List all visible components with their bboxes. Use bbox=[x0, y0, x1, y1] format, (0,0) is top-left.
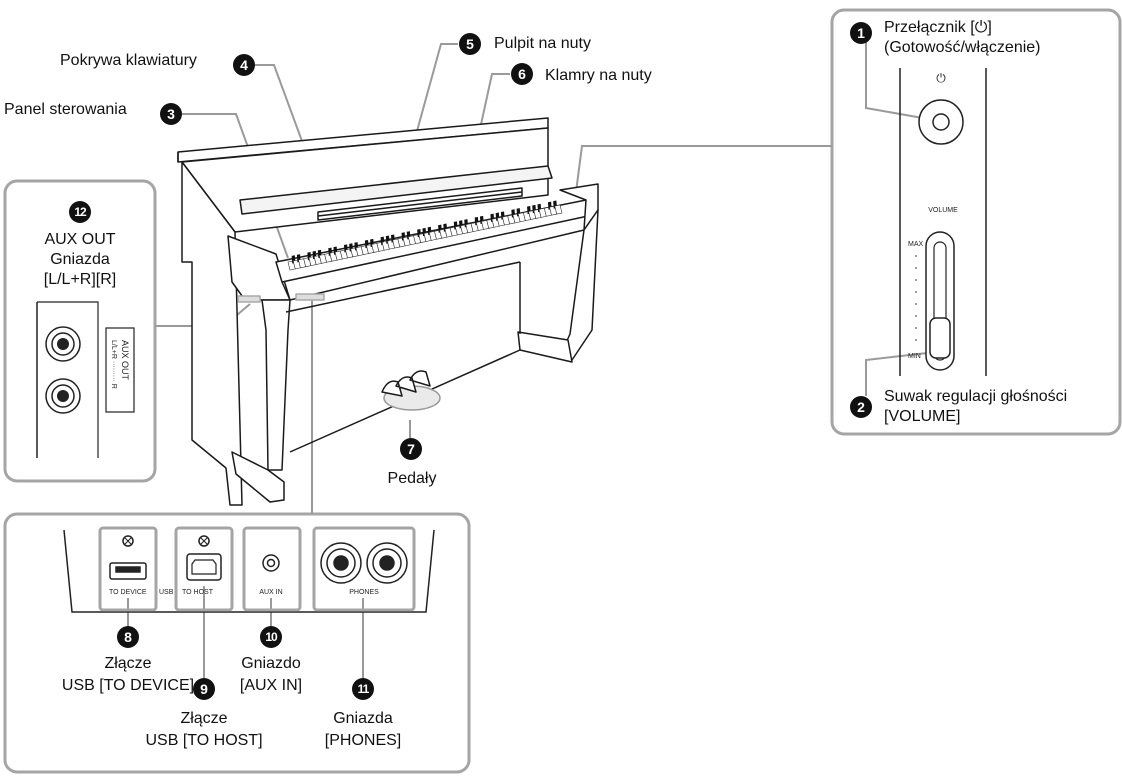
label-12-line2: Gniazda bbox=[50, 251, 110, 268]
badge-9: 9 bbox=[193, 678, 215, 700]
to-host-text: TO HOST bbox=[182, 589, 214, 596]
label-12-line1: AUX OUT bbox=[44, 231, 116, 248]
badge-12: 12 bbox=[69, 201, 91, 223]
jack-l-icon bbox=[45, 326, 81, 362]
label-3: Panel sterowania bbox=[4, 101, 127, 118]
volume-knob bbox=[929, 317, 951, 359]
max-text: MAX bbox=[908, 241, 924, 248]
piano bbox=[177, 117, 599, 506]
connector-strip bbox=[63, 526, 435, 613]
label-11-line2: [PHONES] bbox=[324, 732, 402, 749]
label-9-line2: USB [TO HOST] bbox=[145, 732, 263, 749]
label-1-line1: Przełącznik [⏻] bbox=[884, 19, 992, 36]
jack-r-icon bbox=[45, 378, 81, 414]
to-device-text: TO DEVICE bbox=[109, 589, 147, 596]
badge-3: 3 bbox=[160, 103, 182, 125]
callout-frame-aux-out bbox=[3, 179, 157, 483]
label-8-line2: USB [TO DEVICE] bbox=[61, 677, 195, 694]
power-symbol-text: ⏻ bbox=[936, 71, 946, 85]
aux-in-text: AUX IN bbox=[259, 589, 282, 596]
keyboard-keys bbox=[287, 200, 563, 271]
label-10-line2: [AUX IN] bbox=[239, 677, 303, 694]
badge-10: 10 bbox=[260, 626, 282, 648]
power-button-inner bbox=[932, 113, 950, 131]
label-7: Pedały bbox=[387, 470, 437, 487]
power-volume-detail bbox=[899, 68, 987, 376]
callout-frame-connectors bbox=[3, 512, 471, 774]
label-11-line1: Gniazda bbox=[333, 710, 393, 727]
phones-text: PHONES bbox=[349, 589, 379, 596]
label-12-line3: [L/L+R][R] bbox=[43, 271, 117, 288]
badge-2: 2 bbox=[850, 396, 872, 418]
aux-out-lr-text: L/L+R ········· R bbox=[110, 340, 117, 389]
label-4: Pokrywa klawiatury bbox=[60, 52, 197, 69]
white-key bbox=[554, 204, 563, 215]
badge-6: 6 bbox=[511, 63, 533, 85]
label-8-line1: Złącze bbox=[104, 655, 152, 672]
volume-text: VOLUME bbox=[928, 207, 958, 214]
aux-out-text: AUX OUT bbox=[120, 340, 130, 381]
label-2-line1: Suwak regulacji głośności bbox=[884, 388, 1068, 405]
badge-7: 7 bbox=[400, 438, 422, 460]
badge-5: 5 bbox=[459, 33, 481, 55]
leader-lines bbox=[127, 40, 937, 678]
usb-text: USB bbox=[159, 589, 174, 596]
min-text: MIN bbox=[908, 353, 921, 360]
badge-8: 8 bbox=[117, 626, 139, 648]
badge-4: 4 bbox=[233, 54, 255, 76]
label-6: Klamry na nuty bbox=[545, 67, 652, 84]
aux-out-detail bbox=[36, 301, 135, 458]
badge-11: 11 bbox=[352, 678, 374, 700]
label-5: Pulpit na nuty bbox=[494, 35, 591, 52]
label-10-line1: Gniazdo bbox=[241, 655, 301, 672]
label-1-line2: (Gotowość/włączenie) bbox=[884, 39, 1041, 56]
label-9-line1: Złącze bbox=[180, 710, 228, 727]
badge-1: 1 bbox=[850, 22, 872, 44]
label-2-line2: [VOLUME] bbox=[884, 408, 961, 425]
callout-frame-power-volume bbox=[830, 8, 1122, 436]
